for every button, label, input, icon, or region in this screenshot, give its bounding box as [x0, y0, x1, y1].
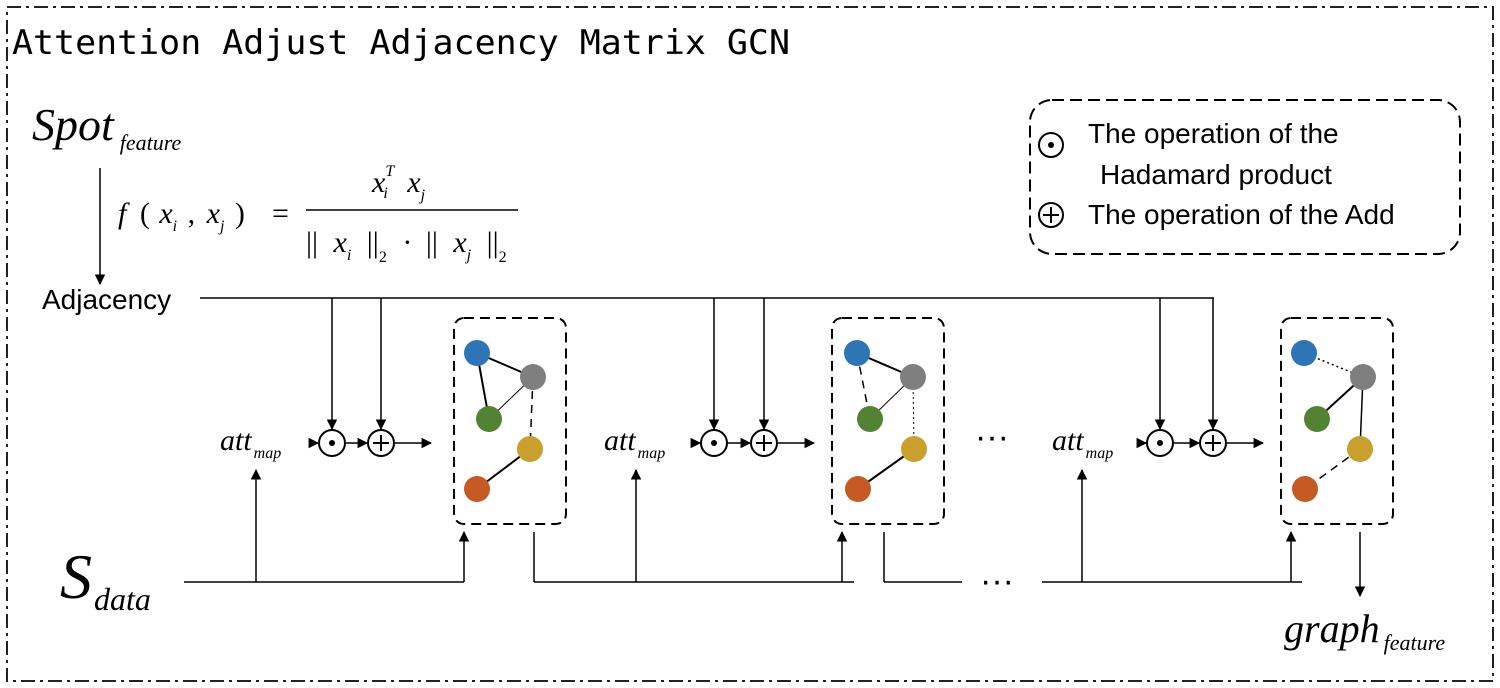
- graph-box: [453, 317, 567, 525]
- adjacency-label: Adjacency: [42, 284, 171, 315]
- graph-node-green: [476, 406, 502, 432]
- svg-text:|| xi ||2 ·: || xi ||2 · || xj ||2: [306, 226, 507, 269]
- add-legend-line: The operation of the Add: [1088, 199, 1395, 230]
- graph-box: [831, 317, 945, 525]
- hadamard-legend-line2: Hadamard product: [1100, 159, 1332, 190]
- add-op-icon: [750, 429, 778, 457]
- add-op-icon: [367, 429, 395, 457]
- legend-box: The operation of the Hadamard product Th…: [1029, 99, 1461, 255]
- graph-node-gold: [1347, 436, 1373, 462]
- svg-text:=: =: [272, 197, 289, 230]
- hadamard-op-icon: [318, 429, 346, 457]
- hadamard-op-icon: [1146, 429, 1174, 457]
- outer-frame: [6, 6, 1494, 682]
- graph-node-blue: [844, 340, 870, 366]
- svg-text:f ( xi ,: f ( xi , xj ): [118, 197, 245, 238]
- graph-node-orange: [1292, 476, 1318, 502]
- hadamard-legend-icon: [1038, 132, 1064, 158]
- graph-node-orange: [464, 476, 490, 502]
- graph-box: [1280, 317, 1394, 525]
- svg-text:xTi xj: xTi xj: [371, 163, 426, 205]
- bottom-ellipsis: ···: [980, 562, 1014, 600]
- data-flow-lines: [184, 532, 1302, 583]
- sdata-label: Sdata: [60, 541, 151, 617]
- graph-node-gold: [901, 436, 927, 462]
- hadamard-op-icon: [700, 429, 728, 457]
- diagram-title: Attention Adjust Adjacency Matrix GCN: [12, 23, 790, 63]
- graph-node-orange: [845, 476, 871, 502]
- stage-ellipsis: ···: [975, 418, 1009, 456]
- add-op-icon: [1199, 429, 1227, 457]
- graph-node-gray: [1350, 364, 1376, 390]
- graph-node-gray: [520, 364, 546, 390]
- graph-node-gold: [517, 436, 543, 462]
- graph-node-gray: [900, 364, 926, 390]
- graph-node-green: [1304, 406, 1330, 432]
- graph-node-green: [857, 406, 883, 432]
- add-legend-icon: [1038, 202, 1064, 228]
- hadamard-legend-line1: The operation of the: [1088, 118, 1339, 149]
- graph-node-blue: [464, 340, 490, 366]
- graph-node-blue: [1291, 340, 1317, 366]
